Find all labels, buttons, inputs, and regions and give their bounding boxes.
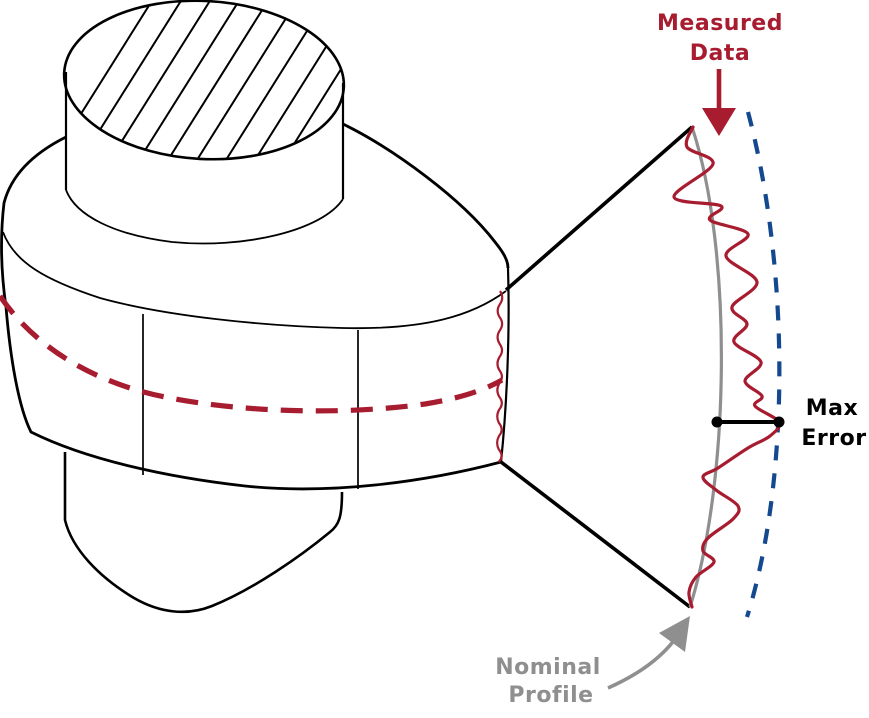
nominal-profile-label-line2: Profile [508,683,594,708]
curved-arrow-head [659,616,690,652]
down-arrow-head [702,108,736,136]
max-error-label-line2: Error [801,426,867,451]
cylinder-top-face [62,0,346,161]
nominal-profile-arc [688,126,723,608]
zoom-connector-bottom [499,460,692,609]
cam-top-right-silhouette [342,122,510,269]
curved-arrow-icon [607,616,690,690]
measured-data-curve [672,125,782,609]
part-lower-hub-outline [63,452,344,614]
cam-top-face-front-edge [2,231,507,330]
cylinder-base-arc [65,189,344,245]
max-error-dimension [711,416,785,428]
measured-data-label-line1: Measured [657,11,783,36]
down-arrow-icon [702,69,736,136]
measured-data-label-line2: Data [689,41,751,66]
cam-left-and-bottom-silhouette [0,135,502,491]
zoom-connector-top [504,125,694,292]
measured-edge-wiggle [496,290,504,463]
max-error-label-line1: Max [805,396,859,421]
nominal-profile-label-line1: Nominal [495,655,601,680]
cam-right-edge [499,267,510,463]
max-error-dot-measured [773,416,785,428]
max-error-dot-nominal [711,416,723,428]
section-hatching [60,0,348,167]
measured-path-dashed [0,294,504,414]
tolerance-arc-dashed [744,111,782,618]
